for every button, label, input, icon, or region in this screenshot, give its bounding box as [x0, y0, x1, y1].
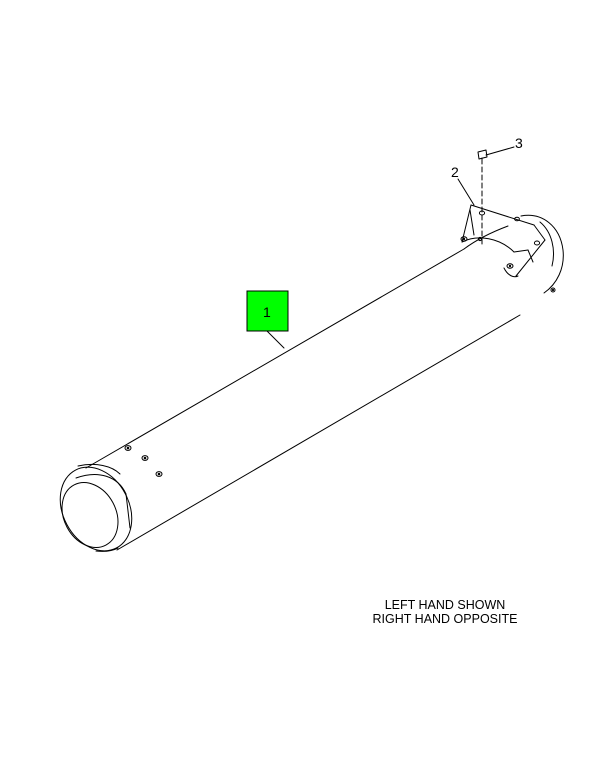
leader-line-1 [266, 330, 285, 349]
callout-3-label: 3 [515, 135, 523, 151]
note-right-hand-opposite: RIGHT HAND OPPOSITE [372, 612, 518, 626]
callout-3[interactable]: 3 [515, 135, 523, 151]
pipe-body [85, 248, 521, 551]
screw [477, 149, 488, 245]
callout-2[interactable]: 2 [451, 164, 459, 180]
callout-1[interactable]: 1 [246, 290, 289, 332]
note-left-hand-shown: LEFT HAND SHOWN [384, 598, 506, 612]
leader-lines [266, 146, 515, 349]
leader-line-2 [457, 178, 475, 206]
leader-line-3 [485, 146, 515, 156]
callout-1-label: 1 [263, 304, 271, 320]
callout-1-highlight-box [246, 290, 289, 332]
pipe-rear-end [463, 214, 564, 294]
callout-2-label: 2 [451, 164, 459, 180]
pipe-front-end [59, 463, 133, 552]
front-holes [124, 445, 163, 477]
